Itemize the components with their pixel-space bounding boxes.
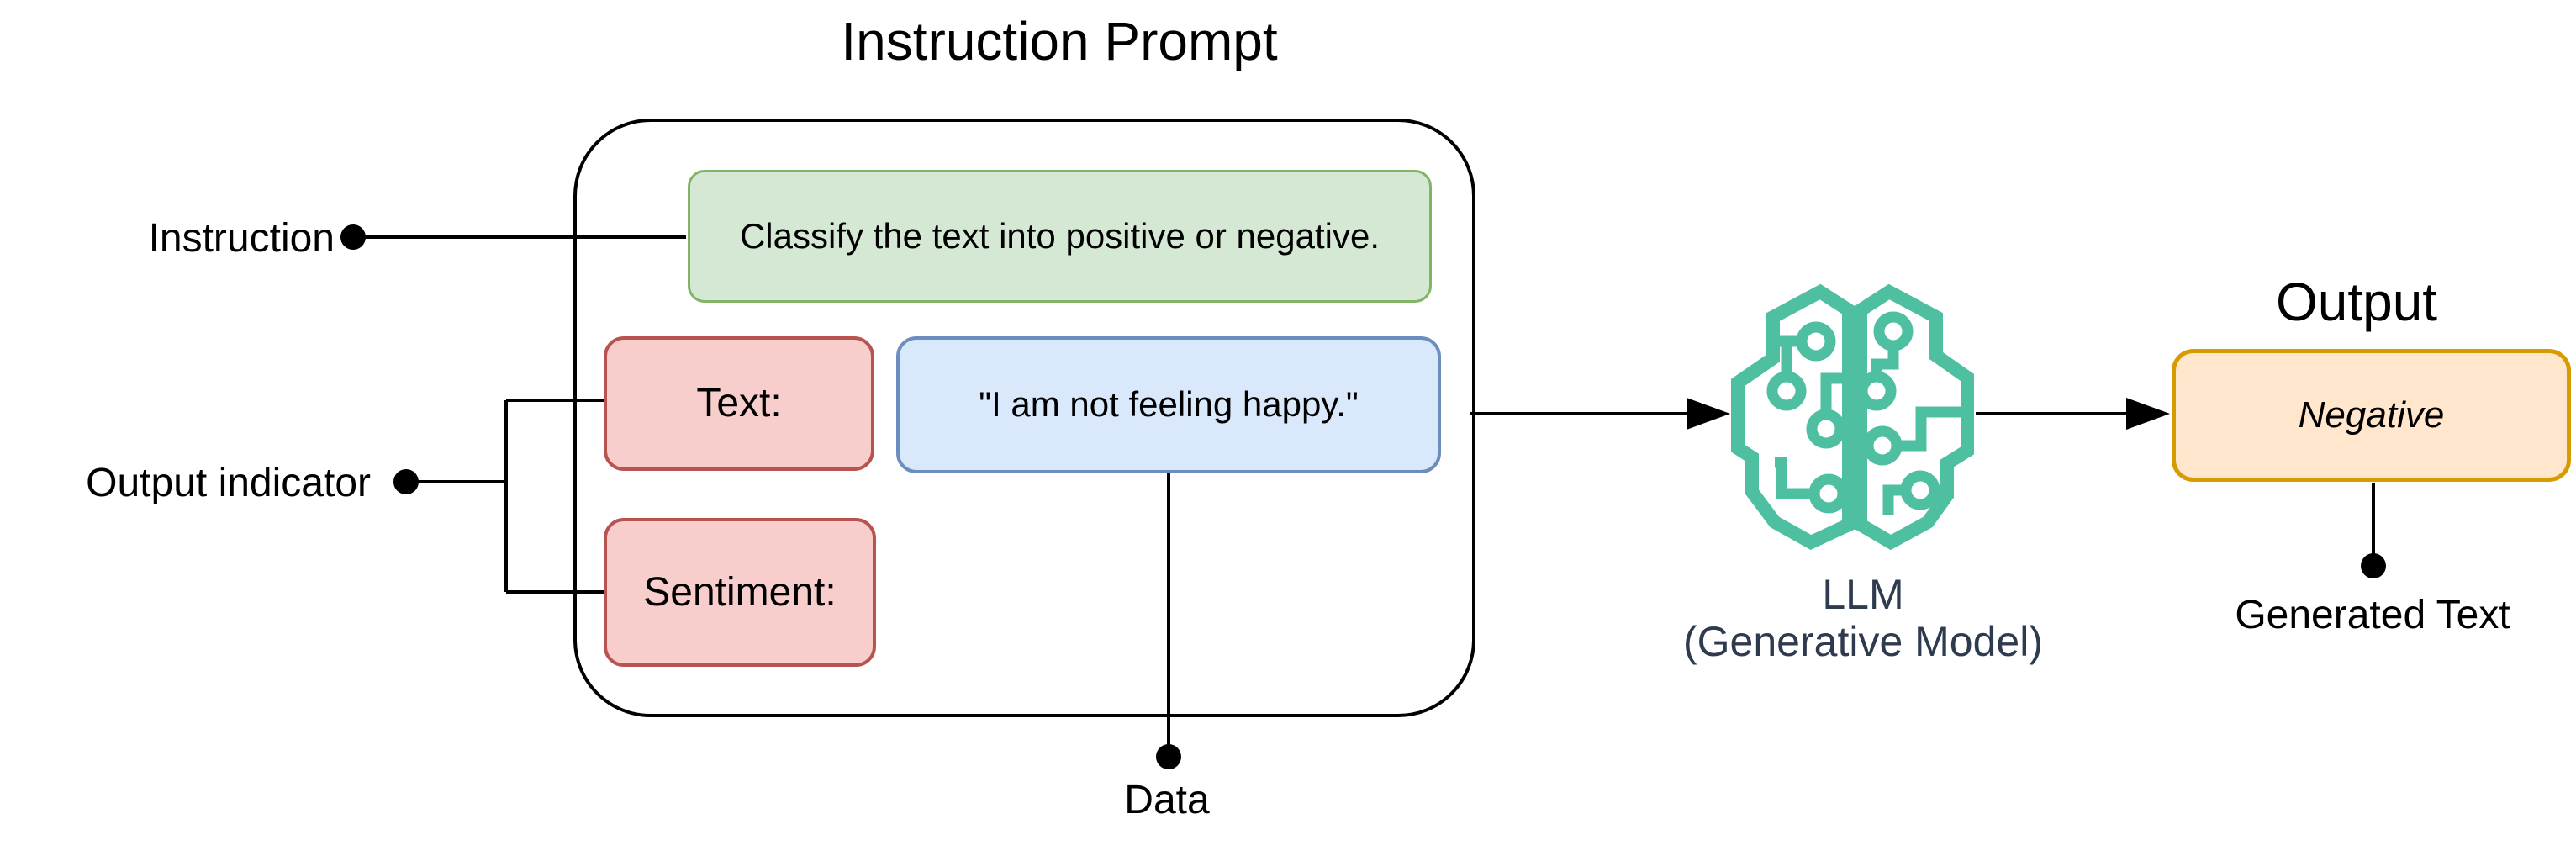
- output-title: Output: [2275, 272, 2438, 332]
- instruction-prompt-container: [573, 119, 1475, 717]
- data-callout-label: Data: [1124, 778, 1210, 822]
- llm-to-output-arrowhead-icon: [2126, 398, 2170, 430]
- output-value-box: Negative: [2172, 349, 2571, 482]
- instruction-endpoint-dot: [340, 224, 366, 250]
- llm-subtitle-label: (Generative Model): [1683, 618, 2043, 665]
- brain-circuit-nodes: [1766, 311, 1940, 514]
- llm-brain-icon: [1731, 283, 1974, 550]
- output-indicator-callout-label: Output indicator: [86, 461, 371, 505]
- llm-name-label: LLM: [1822, 571, 1904, 618]
- instruction-box: Classify the text into positive or negat…: [688, 170, 1432, 303]
- generated-text-callout-label: Generated Text: [2235, 593, 2510, 637]
- output-indicator-endpoint-dot: [393, 469, 419, 494]
- data-endpoint-dot: [1156, 744, 1181, 769]
- prompt-to-llm-arrowhead-icon: [1687, 398, 1730, 430]
- instruction-callout-label: Instruction: [148, 216, 335, 261]
- data-value-box: "I am not feeling happy.": [896, 336, 1441, 473]
- page-title: Instruction Prompt: [841, 11, 1278, 71]
- generated-text-endpoint-dot: [2361, 553, 2386, 578]
- output-value-text: Negative: [2298, 394, 2445, 436]
- sentiment-label: Sentiment:: [643, 569, 837, 615]
- text-label: Text:: [696, 381, 782, 426]
- brain-left-lobe: [1731, 283, 1855, 550]
- sentiment-label-box: Sentiment:: [604, 518, 876, 667]
- text-label-box: Text:: [604, 336, 874, 471]
- instruction-box-text: Classify the text into positive or negat…: [739, 215, 1380, 256]
- brain-right-lobe: [1854, 283, 1974, 550]
- data-value-text: "I am not feeling happy.": [979, 384, 1359, 425]
